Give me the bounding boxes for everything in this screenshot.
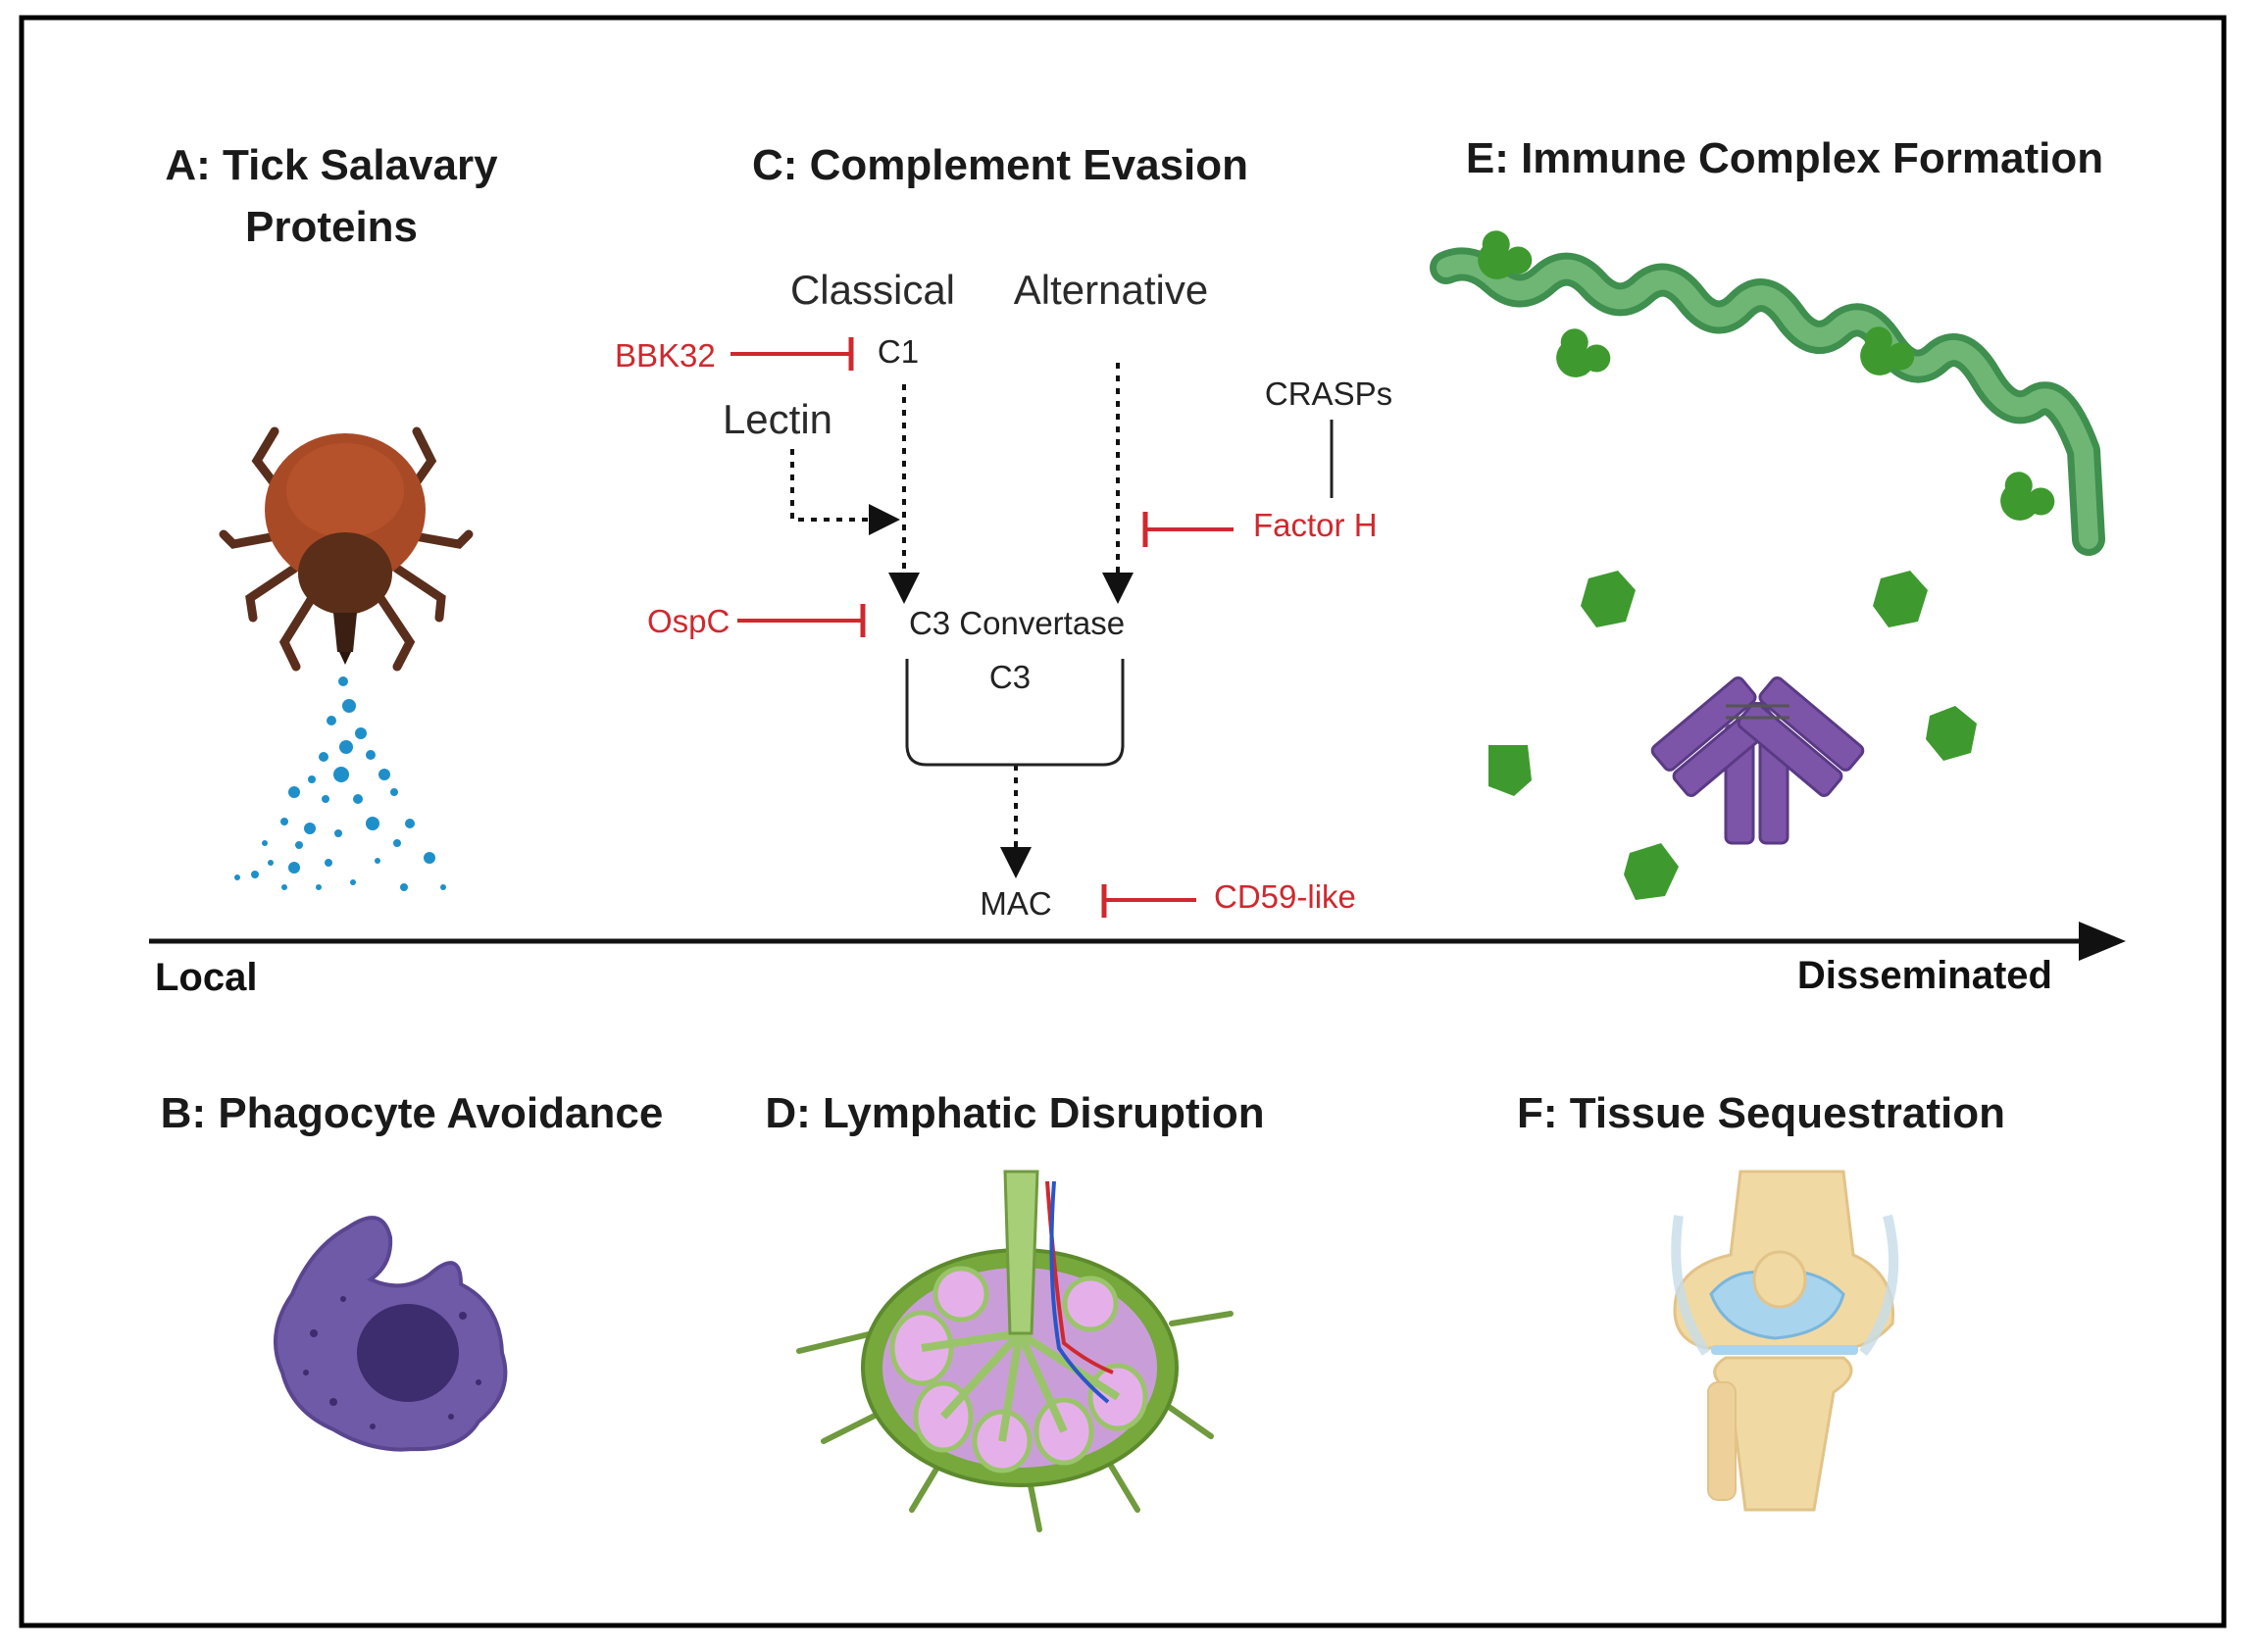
c1-label: C1	[878, 333, 919, 370]
lectin-arrow	[790, 449, 900, 535]
inhibitor-bbk32: BBK32	[615, 337, 854, 374]
panel-a-title-line1: A: Tick Salavary	[165, 141, 498, 189]
inhibitor-factor-h: Factor H	[1142, 507, 1378, 547]
inhibitor-ospc: OspC	[647, 603, 866, 639]
crasps-label: CRASPs	[1265, 375, 1392, 412]
axis-disseminated-label: Disseminated	[1797, 954, 2052, 997]
factor-h-label: Factor H	[1253, 507, 1378, 543]
c3-bracket	[905, 659, 1125, 767]
antibody-icon	[1650, 675, 1865, 845]
pathway-alternative-label: Alternative	[1014, 267, 1208, 313]
tick-icon	[219, 426, 474, 672]
knee-joint-icon	[1671, 1170, 1899, 1512]
figure-border	[19, 15, 2227, 1628]
inhibitor-cd59: CD59-like	[1101, 878, 1356, 918]
ospc-label: OspC	[647, 603, 730, 639]
c3-convertase-label: C3 Convertase	[909, 605, 1125, 641]
panel-c-title: C: Complement Evasion	[752, 141, 1248, 189]
antigen-icon	[1488, 571, 1977, 900]
pathway-classical-label: Classical	[790, 267, 955, 313]
mac-label: MAC	[980, 885, 1051, 922]
panel-a-title-line2: Proteins	[245, 203, 418, 251]
panel-f-title: F: Tissue Sequestration	[1517, 1089, 2005, 1137]
panel-e-title: E: Immune Complex Formation	[1466, 134, 2103, 182]
complement-arrows	[790, 363, 1134, 878]
spirochete-icon	[1430, 230, 2105, 556]
saliva-droplets-icon	[234, 676, 446, 891]
panel-b-title: B: Phagocyte Avoidance	[161, 1089, 664, 1137]
bbk32-label: BBK32	[615, 337, 716, 374]
lymph-node-icon	[796, 1170, 1234, 1532]
phagocyte-icon	[273, 1216, 508, 1452]
cd59-label: CD59-like	[1214, 878, 1356, 915]
axis-local-label: Local	[155, 956, 257, 999]
panel-d-title: D: Lymphatic Disruption	[765, 1089, 1264, 1137]
pathway-lectin-label: Lectin	[723, 396, 832, 442]
c3-label: C3	[989, 659, 1031, 695]
